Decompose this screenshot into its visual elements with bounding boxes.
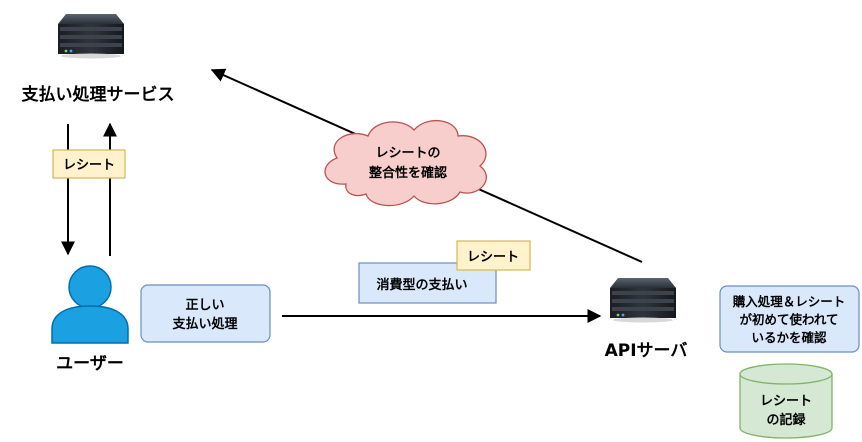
verify-cloud-line2: 整合性を確認 bbox=[368, 165, 447, 181]
database-icon bbox=[739, 374, 833, 439]
api-server-label: APIサーバ bbox=[605, 341, 688, 361]
receipt-record-database: レシート の記録 bbox=[739, 363, 833, 439]
first-use-check-line3: いるかを確認 bbox=[751, 330, 827, 345]
first-use-check-line1: 購入処理＆レシート bbox=[732, 294, 846, 309]
first-use-check-line2: が初めて使われて bbox=[739, 312, 838, 327]
first-use-check-box: 購入処理＆レシート が初めて使われて いるかを確認 bbox=[719, 285, 860, 353]
receipt-note-left: レシート bbox=[52, 149, 126, 179]
receipt-mid-label: レシート bbox=[467, 250, 519, 265]
receipt-left-label: レシート bbox=[63, 158, 115, 173]
verify-cloud-line1: レシートの bbox=[375, 146, 440, 161]
cloud-shape bbox=[324, 120, 487, 207]
user-label: ユーザー bbox=[56, 354, 124, 374]
correct-payment-box: 正しい 支払い処理 bbox=[140, 284, 271, 343]
server-icon bbox=[610, 278, 676, 323]
server-icon bbox=[58, 14, 124, 59]
receipt-record-line2: の記録 bbox=[766, 412, 806, 428]
consumable-payment-label: 消費型の支払い bbox=[376, 277, 467, 293]
api-server-node: APIサーバ bbox=[605, 278, 688, 361]
user-icon bbox=[51, 265, 129, 344]
payment-service-node: 支払い処理サービス bbox=[22, 14, 175, 105]
payment-service-label: 支払い処理サービス bbox=[22, 84, 175, 105]
verify-integrity-cloud: レシートの 整合性を確認 bbox=[324, 120, 487, 207]
correct-payment-line2: 支払い処理 bbox=[171, 316, 237, 332]
user-node: ユーザー bbox=[51, 265, 129, 374]
receipt-note-mid: レシート bbox=[456, 240, 531, 271]
receipt-record-line1: レシート bbox=[760, 394, 812, 409]
correct-payment-line1: 正しい bbox=[185, 298, 224, 313]
